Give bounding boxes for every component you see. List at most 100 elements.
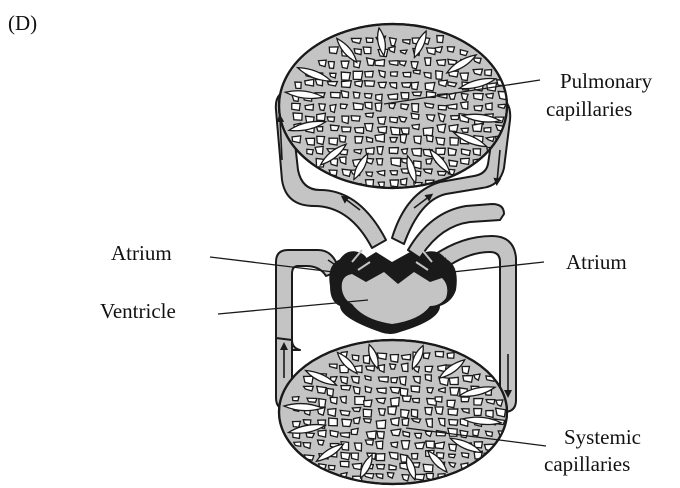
capillary-cell: [355, 137, 363, 144]
capillary-cell: [461, 397, 469, 402]
capillary-cell: [366, 38, 373, 42]
capillary-cell: [401, 363, 408, 371]
capillary-cell: [353, 386, 360, 394]
capillary-cell: [342, 127, 351, 132]
capillary-cell: [390, 364, 396, 369]
capillary-cell: [403, 431, 410, 437]
capillary-cell: [318, 430, 326, 437]
capillary-cell: [461, 158, 470, 164]
capillary-cell: [317, 136, 325, 144]
capillary-cell: [366, 366, 375, 371]
capillary-cell: [401, 178, 407, 185]
capillary-cell: [461, 93, 468, 100]
capillary-cell: [401, 93, 409, 99]
capillary-cell: [450, 388, 459, 396]
capillary-cell: [461, 149, 470, 156]
capillary-cell: [376, 94, 383, 101]
capillary-cell: [411, 410, 417, 418]
capillary-cell: [473, 430, 479, 436]
capillary-cell: [402, 418, 409, 425]
capillary-cell: [376, 465, 384, 470]
capillary-cell: [425, 58, 431, 66]
capillary-cell: [423, 464, 433, 472]
capillary-cell: [352, 407, 360, 411]
capillary-cell: [448, 148, 456, 155]
capillary-cell: [435, 407, 443, 414]
capillary-cell: [341, 386, 351, 391]
capillary-cell: [462, 366, 469, 373]
capillary-cell: [352, 355, 359, 361]
capillary-cell: [339, 135, 346, 142]
capillary-cell: [355, 127, 364, 133]
capillary-cell: [437, 60, 446, 66]
capillary-cell: [341, 61, 349, 68]
capillary-cell: [411, 82, 418, 89]
capillary-cell: [402, 354, 411, 359]
capillary-cell: [379, 409, 386, 416]
capillary-cell: [447, 400, 455, 407]
capillary-cell: [473, 466, 481, 473]
capillary-cell: [341, 72, 350, 80]
capillary-cell: [413, 70, 420, 74]
capillary-cell: [307, 398, 317, 402]
capillary-cell: [438, 171, 447, 175]
capillary-cell: [292, 136, 301, 143]
capillary-cell: [450, 138, 459, 146]
capillary-cell: [411, 113, 419, 119]
capillary-cell: [390, 180, 399, 187]
capillary-cell: [295, 82, 301, 88]
capillary-cell: [306, 433, 314, 438]
capillary-cell: [317, 386, 327, 393]
capillary-cell: [498, 442, 506, 449]
capillary-cell: [340, 104, 347, 109]
capillary-cell: [365, 113, 373, 117]
capillary-cell: [341, 81, 351, 88]
capillary-cell: [460, 50, 467, 56]
capillary-cell: [330, 431, 338, 438]
capillary-cell: [315, 146, 323, 154]
capillary-cell: [364, 400, 372, 407]
capillary-cell: [377, 431, 384, 438]
capillary-cell: [342, 169, 351, 176]
capillary-cell: [390, 171, 397, 175]
capillary-cell: [388, 407, 397, 415]
capillary-cell: [331, 92, 341, 98]
capillary-cell: [377, 388, 386, 393]
capillary-cell: [292, 397, 299, 401]
capillary-cell: [376, 454, 385, 461]
capillary-cell: [449, 454, 456, 458]
capillary-cell: [390, 127, 399, 135]
capillary-cell: [484, 128, 491, 133]
capillary-cell: [451, 116, 460, 120]
capillary-cell: [400, 135, 406, 143]
capillary-cell: [353, 92, 360, 98]
capillary-cell: [365, 440, 373, 445]
capillary-cell: [412, 104, 419, 112]
capillary-cell: [363, 355, 369, 363]
capillary-cell: [391, 72, 398, 77]
capillary-cell: [391, 442, 398, 448]
capillary-cell: [414, 136, 421, 144]
capillary-cell: [412, 148, 422, 156]
capillary-cell: [485, 70, 492, 76]
capillary-cell: [391, 418, 400, 426]
capillary-cell: [330, 125, 339, 131]
capillary-cell: [390, 355, 398, 363]
capillary-cell: [390, 138, 397, 142]
capillary-cell: [473, 149, 480, 156]
capillary-cell: [354, 417, 361, 423]
capillary-cell: [375, 60, 385, 66]
capillary-cell: [293, 113, 302, 120]
capillary-cell: [365, 71, 373, 77]
capillary-cell: [377, 353, 386, 359]
capillary-cell: [498, 104, 506, 108]
capillary-cell: [412, 453, 418, 459]
capillary-cell: [426, 135, 433, 142]
capillary-cell: [448, 409, 458, 415]
capillary-cell: [391, 158, 401, 166]
capillary-cell: [376, 159, 382, 165]
capillary-cell: [305, 104, 313, 110]
capillary-cell: [400, 388, 408, 396]
capillary-cell: [328, 82, 338, 87]
capillary-cell: [474, 106, 483, 111]
